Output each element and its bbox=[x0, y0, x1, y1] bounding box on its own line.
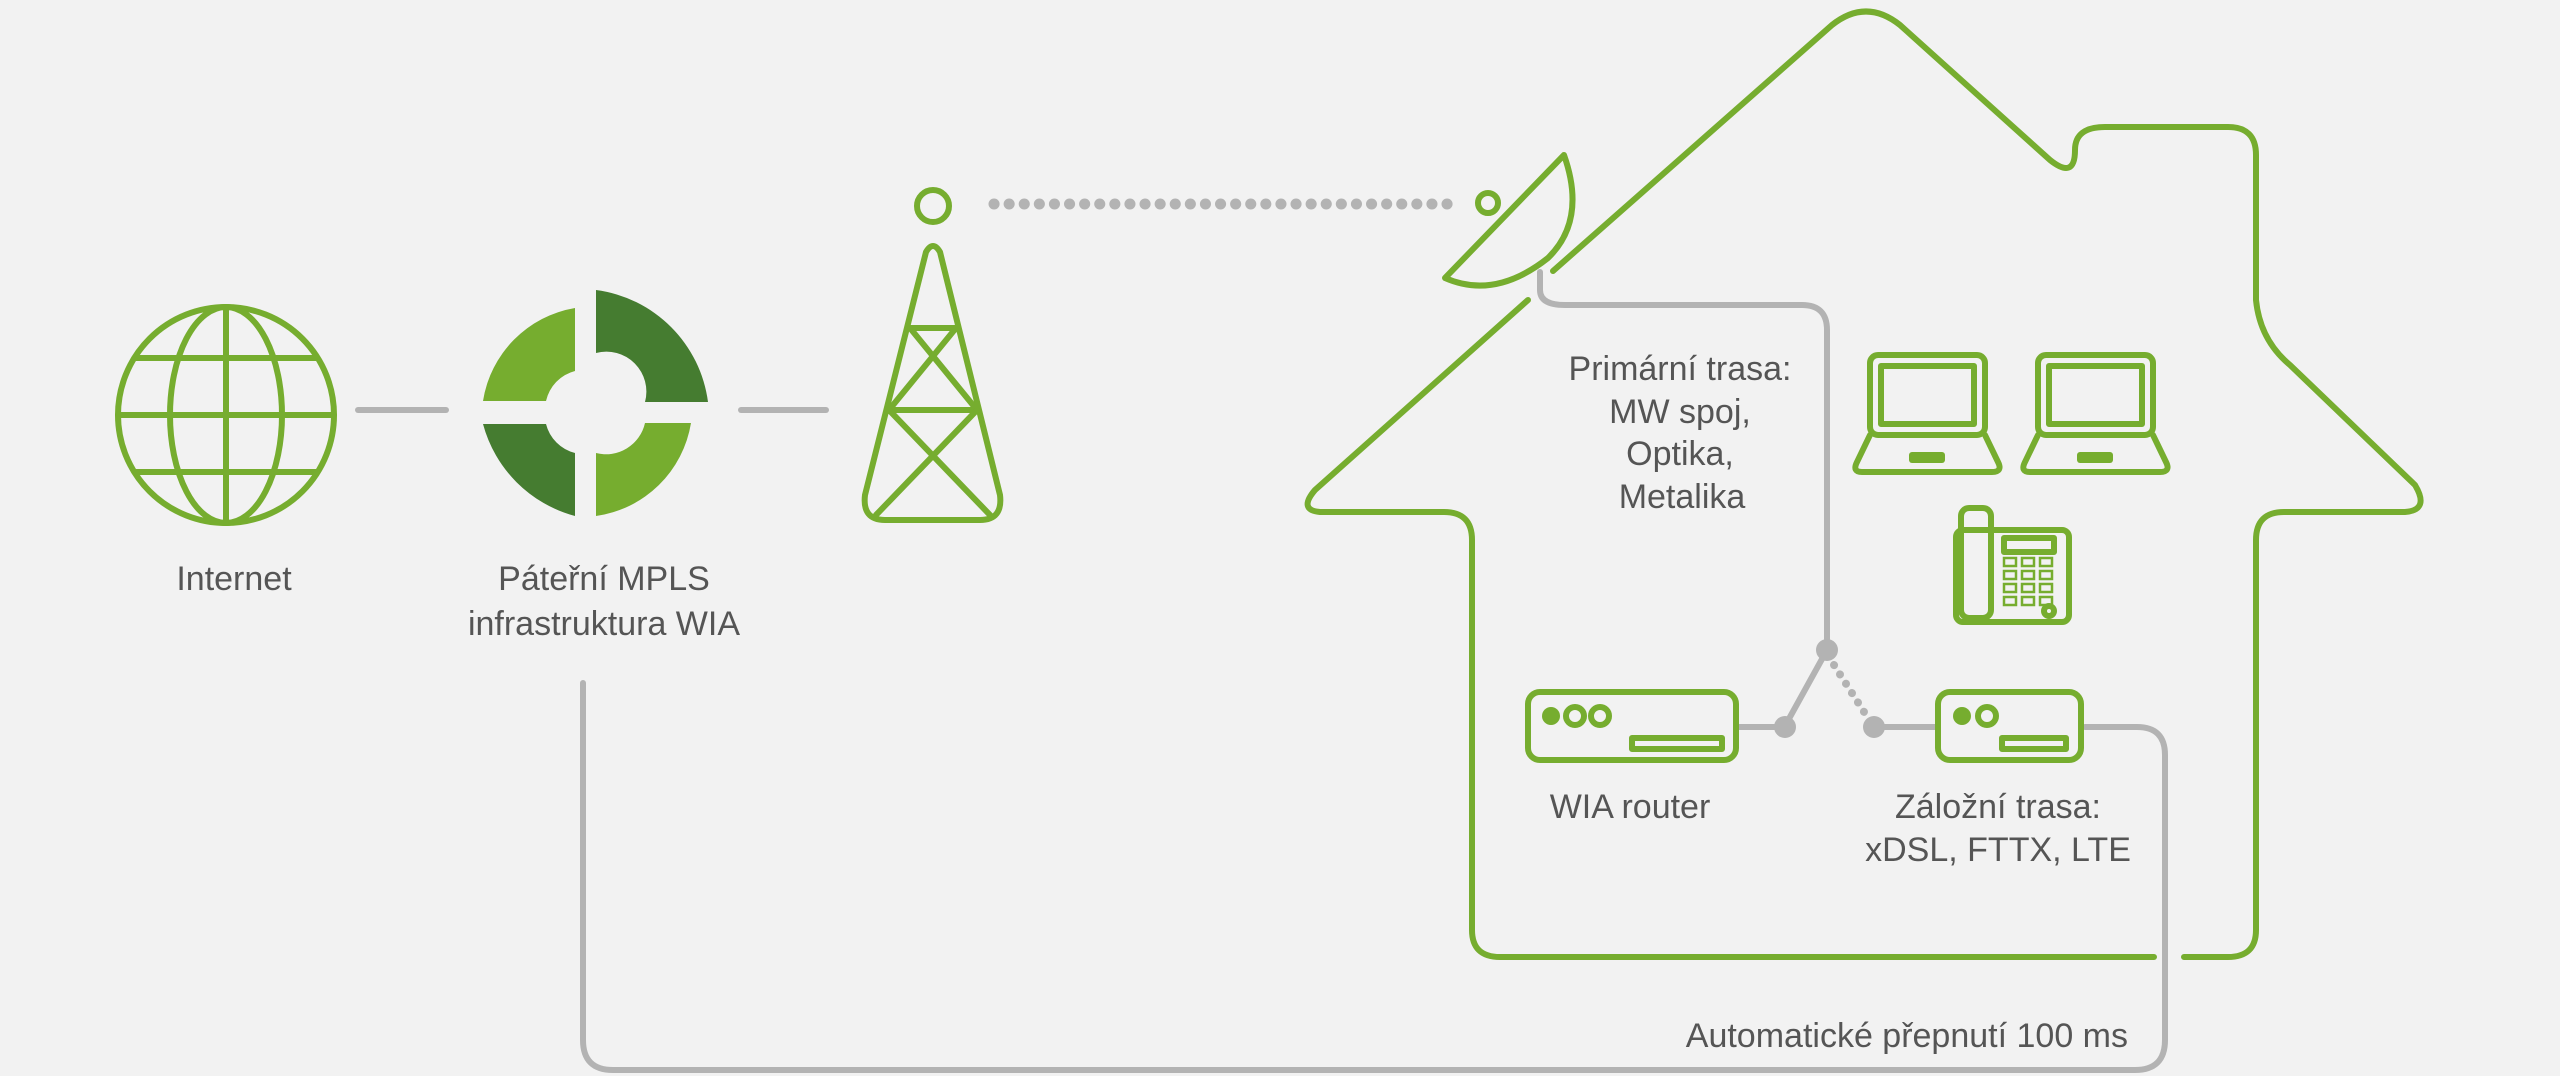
primary-route-label-line2: MW spoj, bbox=[1609, 393, 1751, 431]
backup-route-label-line2: xDSL, FTTX, LTE bbox=[1865, 831, 2131, 869]
desk-phone-icon bbox=[1953, 505, 2072, 625]
primary-route-line bbox=[1537, 269, 1830, 651]
globe-icon bbox=[115, 304, 337, 526]
wia-router-label: WIA router bbox=[1550, 788, 1711, 826]
primary-route-label-line3: Optika, bbox=[1626, 435, 1734, 473]
house-outline-icon bbox=[1304, 8, 2424, 960]
backup-switch-dotted bbox=[1830, 661, 1870, 719]
router-icon bbox=[1525, 689, 1739, 763]
mpls-label-line2: infrastruktura WIA bbox=[468, 605, 740, 643]
transmission-tower-icon bbox=[861, 187, 1004, 523]
auto-switch-label: Automatické přepnutí 100 ms bbox=[1686, 1017, 2128, 1055]
mpls-label-line1: Páteřní MPLS bbox=[498, 560, 710, 598]
satellite-dish-icon bbox=[1442, 152, 1576, 289]
laptop-icon bbox=[1852, 352, 2003, 475]
backup-route-label-line1: Záložní trasa: bbox=[1895, 788, 2101, 826]
internet-label: Internet bbox=[176, 560, 292, 598]
auto-switch-line bbox=[580, 680, 2168, 1073]
laptop-icon bbox=[2020, 352, 2171, 475]
switch-node bbox=[1816, 639, 1838, 661]
primary-route-label-line1: Primární trasa: bbox=[1569, 350, 1792, 388]
router-switch-line bbox=[1782, 647, 1830, 729]
mpls-backbone-icon bbox=[483, 290, 708, 516]
modem-icon bbox=[1935, 689, 2084, 763]
primary-route-label-line4: Metalika bbox=[1619, 478, 1746, 516]
